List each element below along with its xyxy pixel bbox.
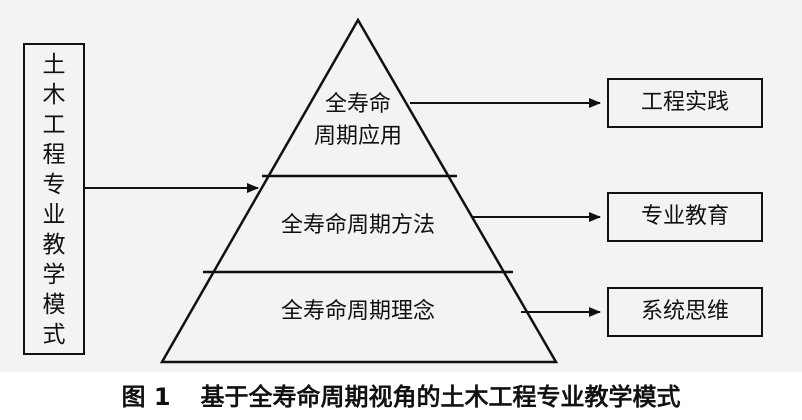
output-middle-label: 专业教育 xyxy=(640,204,729,229)
pyramid-top-label-line2: 周期应用 xyxy=(313,124,402,149)
left-box-char: 式 xyxy=(42,322,66,348)
left-box-char: 工 xyxy=(42,112,66,138)
left-box xyxy=(23,43,85,355)
output-box-bottom xyxy=(607,287,763,337)
output-top-label: 工程实践 xyxy=(640,90,729,115)
left-box-char: 程 xyxy=(42,142,66,168)
left-box-char: 模 xyxy=(42,292,66,318)
pyramid-bottom-label: 全寿命周期理念 xyxy=(280,299,435,324)
left-box-char: 学 xyxy=(42,262,66,288)
pyramid xyxy=(159,17,559,364)
diagram: 土木工程专业教学模式 全寿命 周期应用 全寿命周期方法 全寿命周期理念 工程实践… xyxy=(0,0,802,372)
left-box-label: 土木工程专业教学模式 xyxy=(26,50,82,350)
pyramid-middle-label: 全寿命周期方法 xyxy=(280,213,435,238)
output-bottom-label: 系统思维 xyxy=(640,299,729,324)
left-box-char: 土 xyxy=(42,52,66,78)
left-box-char: 专 xyxy=(42,172,66,198)
output-box-top xyxy=(607,78,763,128)
left-box-char: 教 xyxy=(42,232,66,258)
output-box-middle xyxy=(607,192,763,242)
figure-number: 图 1 xyxy=(121,383,171,411)
pyramid-top-label-line1: 全寿命 xyxy=(324,92,391,117)
figure-caption: 图 1 基于全寿命周期视角的土木工程专业教学模式 xyxy=(0,380,802,414)
left-box-char: 业 xyxy=(42,202,66,228)
figure-title: 基于全寿命周期视角的土木工程专业教学模式 xyxy=(200,383,681,411)
left-box-char: 木 xyxy=(42,82,66,108)
diagram-lines xyxy=(23,17,763,364)
